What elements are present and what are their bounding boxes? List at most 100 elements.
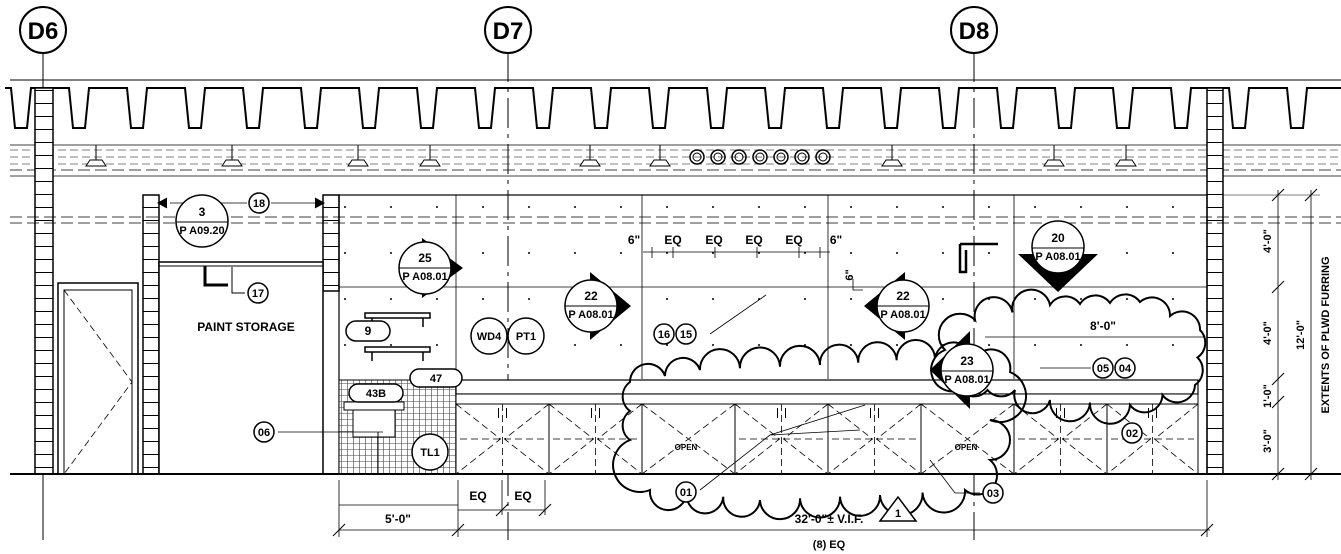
section-tag-3[interactable]: 3 P A09.20 xyxy=(175,194,229,248)
grid-label-d8: D8 xyxy=(959,18,990,45)
light-fixture xyxy=(85,145,107,167)
keynote-16[interactable]: 16 xyxy=(653,323,675,345)
dim-1ft: 1'-0" xyxy=(1262,384,1274,408)
dim-eq: EQ xyxy=(745,233,762,247)
dim-eq: EQ xyxy=(514,489,531,503)
section-sheet: P A08.01 xyxy=(944,374,989,386)
paint-storage-room: PAINT STORAGE xyxy=(57,261,324,475)
keynote-number: 18 xyxy=(253,198,265,210)
light-fixture xyxy=(881,145,903,167)
cabinet-handle xyxy=(870,408,879,418)
cabinet-handle xyxy=(498,408,507,418)
section-tag-20[interactable]: 20 P A08.01 xyxy=(1018,220,1098,292)
material-tag-tl1[interactable]: TL1 xyxy=(411,433,449,471)
section-tag-22[interactable]: 22 P A08.01 xyxy=(864,272,930,340)
dim-divisions: (8) EQ xyxy=(813,539,846,551)
material-tag-wd4[interactable]: WD4 xyxy=(470,317,508,355)
dim-8ft-line: 8'-0" xyxy=(985,319,1205,338)
section-number: 3 xyxy=(199,205,206,219)
keynote-number: 06 xyxy=(258,427,270,439)
light-fixture xyxy=(1115,145,1137,167)
dim-3ft: 3'-0" xyxy=(1262,429,1274,453)
pipe-bundle xyxy=(689,149,831,165)
door-swing xyxy=(455,403,550,475)
dim-12ft: 12'-0" xyxy=(1295,320,1307,350)
dim-extents-label: EXTENTS OF PLWD FURRING xyxy=(1320,256,1332,413)
section-tag-22[interactable]: 22 P A08.01 xyxy=(564,272,631,340)
grid-label-d6: D6 xyxy=(28,18,59,45)
tag-text: TL1 xyxy=(420,447,440,459)
revision-cloud xyxy=(612,288,1207,521)
keynote-05[interactable]: 05 xyxy=(1092,357,1114,379)
section-tag-23[interactable]: 23 P A08.01 xyxy=(930,331,994,409)
door-swing xyxy=(1013,403,1108,475)
dim-8ft: 8'-0" xyxy=(1090,319,1116,333)
keynote-number: 05 xyxy=(1097,363,1109,375)
dimension-string-bottom: EQ EQ 5'-0" 32'-0"± V.I.F. (8) EQ xyxy=(332,480,1214,551)
tag-text: PT1 xyxy=(516,331,536,343)
keynote-06[interactable]: 06 xyxy=(253,421,275,443)
door-swing xyxy=(734,403,829,475)
section-tag-25[interactable]: 25 P A08.01 xyxy=(398,238,463,298)
ceiling-fixtures xyxy=(85,145,1137,167)
door-swing xyxy=(548,403,643,475)
dim-5ft: 5'-0" xyxy=(385,512,411,526)
light-fixture xyxy=(579,145,601,167)
material-tag-pt1[interactable]: PT1 xyxy=(507,317,545,355)
keynote-number: 04 xyxy=(1119,363,1132,375)
door-swing xyxy=(827,403,922,475)
door-swing xyxy=(641,403,736,475)
light-fixture xyxy=(649,145,671,167)
fixture-tag-9[interactable]: 9 xyxy=(345,320,391,342)
casework: OPEN OPEN xyxy=(455,379,1199,475)
tag-text: 43B xyxy=(366,388,386,400)
section-number: 22 xyxy=(584,289,598,303)
tag-text: WD4 xyxy=(477,331,502,343)
tag-text: 47 xyxy=(430,373,442,385)
keynote-15[interactable]: 15 xyxy=(675,323,697,345)
dim-eq: EQ xyxy=(705,233,722,247)
dim-eq: EQ xyxy=(469,489,486,503)
leaders xyxy=(156,197,1091,494)
dim-6in-vertical: 6" xyxy=(844,269,856,280)
section-sheet: P A08.01 xyxy=(1035,251,1080,263)
wall-mounted-item xyxy=(958,242,998,274)
dim-6in: 6" xyxy=(628,233,640,247)
keynote-17[interactable]: 17 xyxy=(247,282,269,304)
door-swing xyxy=(1106,403,1199,475)
dim-6in: 6" xyxy=(830,233,842,247)
keynote-03[interactable]: 03 xyxy=(982,482,1004,504)
fixture-tag-47[interactable]: 47 xyxy=(409,368,463,388)
roof-deck xyxy=(5,79,1341,177)
brick-columns xyxy=(34,87,1224,475)
keynote-02[interactable]: 02 xyxy=(1121,422,1143,444)
dim-overall: 32'-0"± V.I.F. xyxy=(795,512,864,526)
cabinet-handle xyxy=(777,408,786,418)
door-swing xyxy=(920,403,1015,475)
section-number: 25 xyxy=(418,251,432,265)
section-sheet: P A08.01 xyxy=(880,309,925,321)
dim-eq: EQ xyxy=(664,233,681,247)
light-fixture xyxy=(347,145,369,167)
section-sheet: P A09.20 xyxy=(179,225,224,237)
dimension-string-top: 6" EQ EQ EQ EQ 6" 6" xyxy=(628,233,863,291)
section-number: 20 xyxy=(1051,231,1065,245)
light-fixture xyxy=(1043,145,1065,167)
dim-4ft: 4'-0" xyxy=(1262,229,1274,253)
keynote-18[interactable]: 18 xyxy=(248,192,270,214)
keynote-number: 15 xyxy=(680,329,692,341)
keynote-04[interactable]: 04 xyxy=(1114,357,1136,379)
fixture-tag-43b[interactable]: 43B xyxy=(348,383,404,403)
section-sheet: P A08.01 xyxy=(568,309,613,321)
keynote-number: 17 xyxy=(252,288,264,300)
keynote-number: 16 xyxy=(658,329,670,341)
revision-number: 1 xyxy=(895,508,901,520)
cabinet-open-label: OPEN xyxy=(675,443,698,452)
grid-label-d7: D7 xyxy=(493,18,524,45)
keynote-01[interactable]: 01 xyxy=(675,481,697,503)
light-fixture xyxy=(221,145,243,167)
room-name: PAINT STORAGE xyxy=(197,320,295,334)
section-sheet: P A08.01 xyxy=(402,271,447,283)
cabinet-open-label: OPEN xyxy=(955,443,978,452)
dimension-string-vertical: 4'-0" 4'-0" 1'-0" 3'-0" 12'-0" EXTENTS O… xyxy=(1223,188,1332,481)
